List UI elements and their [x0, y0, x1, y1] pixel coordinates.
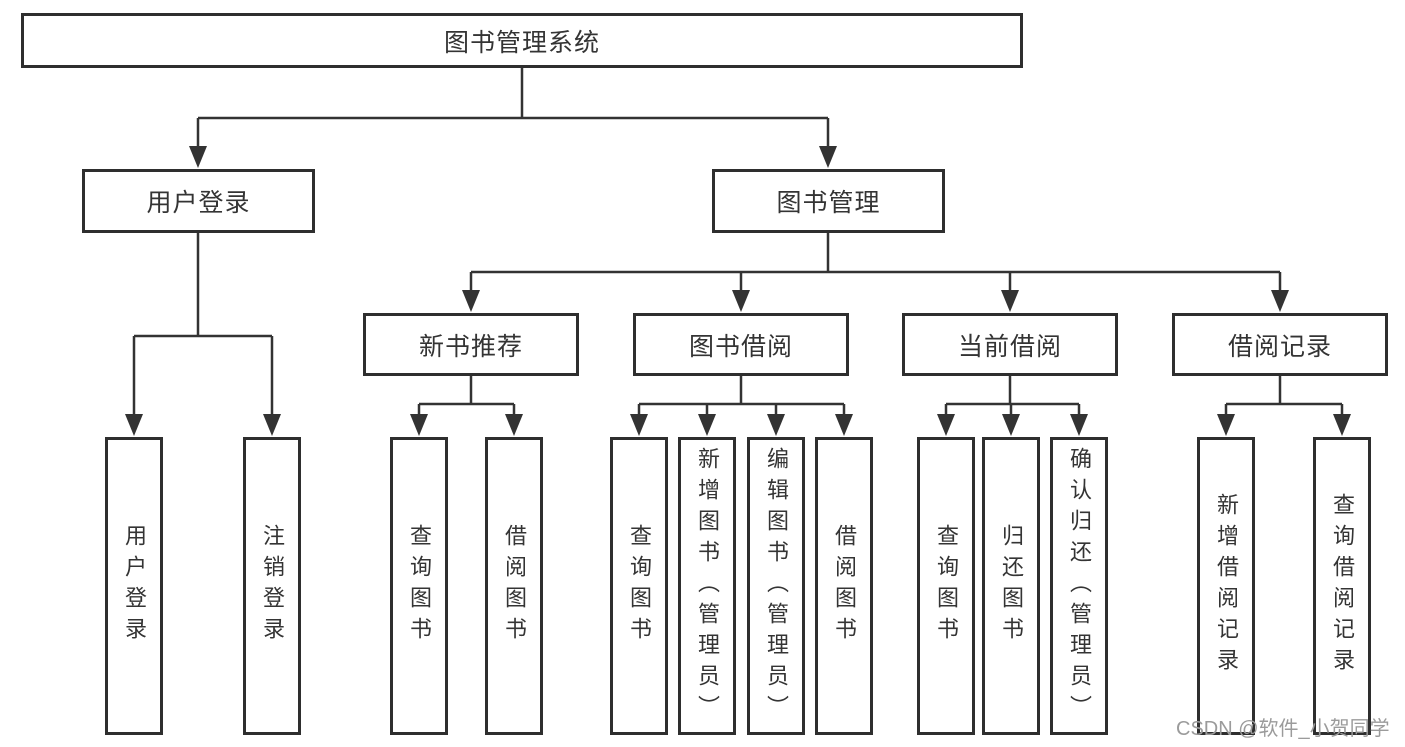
connector-book-management-branch — [462, 233, 1289, 312]
leaf-borrow-book-recommend-label: 借阅图书 — [502, 524, 527, 648]
leaf-confirm-return-admin: 确认归还（管理员） — [1050, 437, 1108, 735]
leaf-query-book-borrow-label: 查询图书 — [627, 524, 652, 648]
leaf-add-book-admin: 新增图书（管理员） — [678, 437, 736, 735]
arrowhead-leaf-query-book-2 — [630, 414, 648, 436]
node-system-root: 图书管理系统 — [21, 13, 1023, 68]
arrowhead-borrow-records — [1271, 290, 1289, 312]
leaf-query-book-current-label: 查询图书 — [934, 524, 959, 648]
leaf-query-borrow-record-label: 查询借阅记录 — [1330, 493, 1355, 679]
arrowhead-user-login — [189, 146, 207, 168]
arrowhead-leaf-query-book-1 — [410, 414, 428, 436]
leaf-query-book-recommend-label: 查询图书 — [407, 524, 432, 648]
connector-root-to-level2 — [189, 68, 837, 168]
node-current-borrow: 当前借阅 — [902, 313, 1118, 376]
leaf-add-borrow-record-label: 新增借阅记录 — [1214, 493, 1239, 679]
arrowhead-leaf-borrow-book-1 — [505, 414, 523, 436]
leaf-user-login: 用户登录 — [105, 437, 163, 735]
connector-book-borrow-branch — [630, 376, 853, 436]
connector-new-book-recommend-branch — [410, 376, 523, 436]
node-user-login: 用户登录 — [82, 169, 315, 233]
arrowhead-leaf-add-book — [698, 414, 716, 436]
node-book-management: 图书管理 — [712, 169, 945, 233]
arrowhead-leaf-edit-book — [767, 414, 785, 436]
leaf-add-borrow-record: 新增借阅记录 — [1197, 437, 1255, 735]
leaf-query-borrow-record: 查询借阅记录 — [1313, 437, 1371, 735]
leaf-return-book: 归还图书 — [982, 437, 1040, 735]
leaf-borrow-book-label: 借阅图书 — [832, 524, 857, 648]
connector-user-login-branch — [125, 233, 281, 436]
arrowhead-leaf-query-record — [1333, 414, 1351, 436]
leaf-user-login-label: 用户登录 — [122, 524, 147, 648]
connector-borrow-records-branch — [1217, 376, 1351, 436]
arrowhead-leaf-add-record — [1217, 414, 1235, 436]
arrowhead-book-borrow — [732, 290, 750, 312]
leaf-logout: 注销登录 — [243, 437, 301, 735]
leaf-query-book-recommend: 查询图书 — [390, 437, 448, 735]
arrowhead-leaf-query-book-3 — [937, 414, 955, 436]
arrowhead-book-management — [819, 146, 837, 168]
arrowhead-leaf-borrow-book-2 — [835, 414, 853, 436]
arrowhead-leaf-user-login — [125, 414, 143, 436]
leaf-borrow-book-recommend: 借阅图书 — [485, 437, 543, 735]
node-new-book-recommend: 新书推荐 — [363, 313, 579, 376]
arrowhead-current-borrow — [1001, 290, 1019, 312]
arrowhead-leaf-return-book — [1002, 414, 1020, 436]
leaf-add-book-admin-label: 新增图书（管理员） — [695, 446, 720, 726]
arrowhead-new-book-recommend — [462, 290, 480, 312]
leaf-query-book-borrow: 查询图书 — [610, 437, 668, 735]
node-book-borrow: 图书借阅 — [633, 313, 849, 376]
leaf-return-book-label: 归还图书 — [999, 524, 1024, 648]
arrowhead-leaf-logout — [263, 414, 281, 436]
leaf-query-book-current: 查询图书 — [917, 437, 975, 735]
node-borrow-records: 借阅记录 — [1172, 313, 1388, 376]
leaf-edit-book-admin: 编辑图书（管理员） — [747, 437, 805, 735]
arrowhead-leaf-confirm-return — [1070, 414, 1088, 436]
connector-current-borrow-branch — [937, 376, 1088, 436]
leaf-confirm-return-admin-label: 确认归还（管理员） — [1067, 446, 1092, 726]
leaf-edit-book-admin-label: 编辑图书（管理员） — [764, 446, 789, 726]
leaf-logout-label: 注销登录 — [260, 524, 285, 648]
watermark: CSDN @软件_小贺同学 — [1176, 718, 1390, 740]
leaf-borrow-book: 借阅图书 — [815, 437, 873, 735]
